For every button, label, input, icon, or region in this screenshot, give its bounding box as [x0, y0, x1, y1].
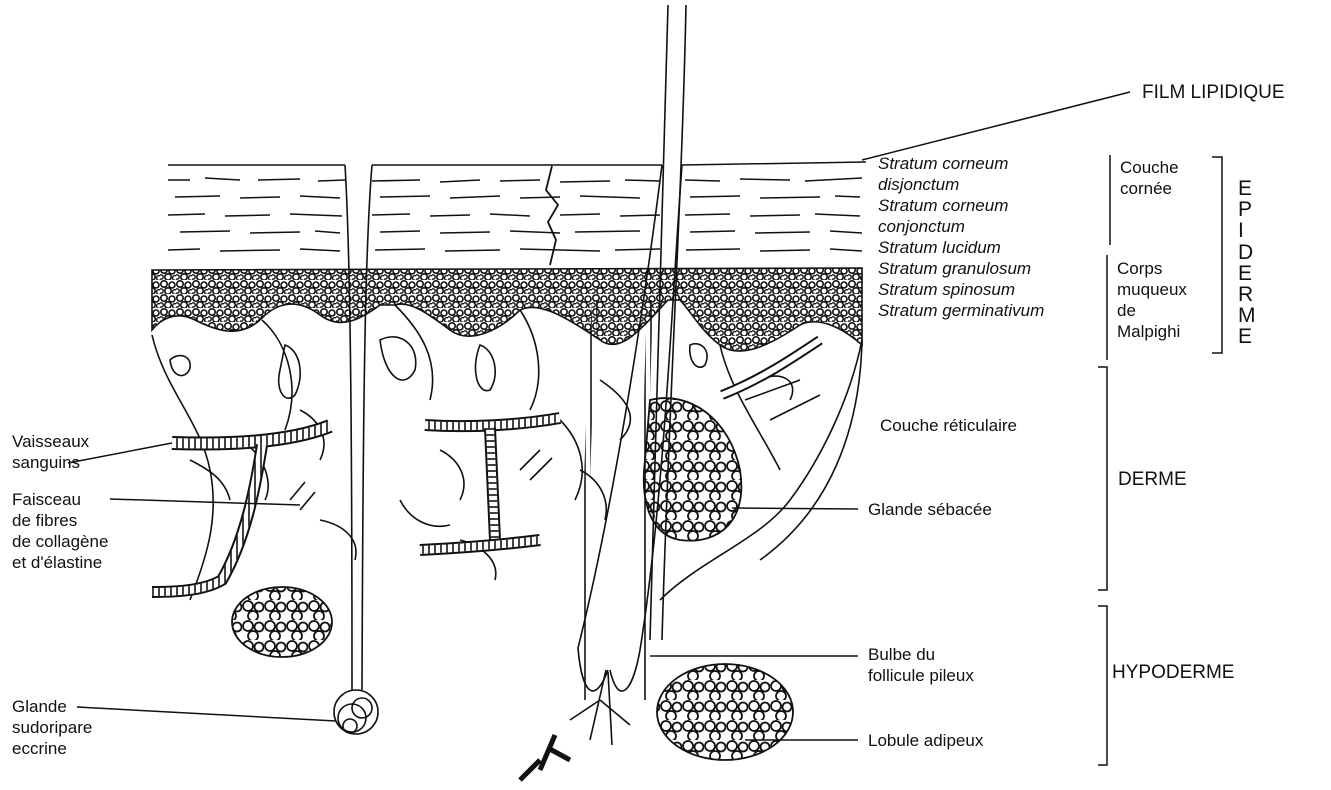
- vaisseaux-label: Vaisseaux sanguins: [12, 431, 89, 473]
- stratum-corneum-layer: [168, 162, 866, 265]
- adipose-lobules: [232, 587, 793, 760]
- film-lipidique-label: FILM LIPIDIQUE: [1142, 82, 1285, 103]
- stratum-label: Stratum granulosum: [878, 258, 1044, 279]
- stratum-label: disjonctum: [878, 174, 1044, 195]
- stratum-label: Stratum germinativum: [878, 300, 1044, 321]
- sweat-gland-duct: [334, 165, 378, 734]
- glande-sebacee-label: Glande sébacée: [868, 499, 992, 520]
- couche-cornee-label: Couche cornée: [1120, 157, 1179, 199]
- couche-reticulaire-label: Couche réticulaire: [880, 415, 1017, 436]
- stratum-label: conjonctum: [878, 216, 1044, 237]
- stratum-label: Stratum spinosum: [878, 279, 1044, 300]
- epiderme-label: E P I D E R M E: [1238, 178, 1262, 348]
- glande-sudoripare-label: Glande sudoripare eccrine: [12, 696, 92, 759]
- bulbe-label: Bulbe du follicule pileux: [868, 644, 974, 686]
- strata-labels: Stratum corneum disjonctum Stratum corne…: [878, 153, 1044, 321]
- corps-muqueux-label: Corps muqueux de Malpighi: [1117, 258, 1187, 342]
- derme-label: DERME: [1118, 469, 1187, 490]
- sebaceous-gland: [644, 398, 742, 541]
- stratum-label: Stratum corneum: [878, 153, 1044, 174]
- hypoderme-label: HYPODERME: [1112, 662, 1234, 683]
- malpighian-cell-layer: [152, 268, 862, 351]
- lobule-adipeux-label: Lobule adipeux: [868, 730, 983, 751]
- hair-follicle: [520, 5, 686, 780]
- faisceau-label: Faisceau de fibres de collagène et d'éla…: [12, 489, 108, 573]
- stratum-label: Stratum lucidum: [878, 237, 1044, 258]
- stratum-label: Stratum corneum: [878, 195, 1044, 216]
